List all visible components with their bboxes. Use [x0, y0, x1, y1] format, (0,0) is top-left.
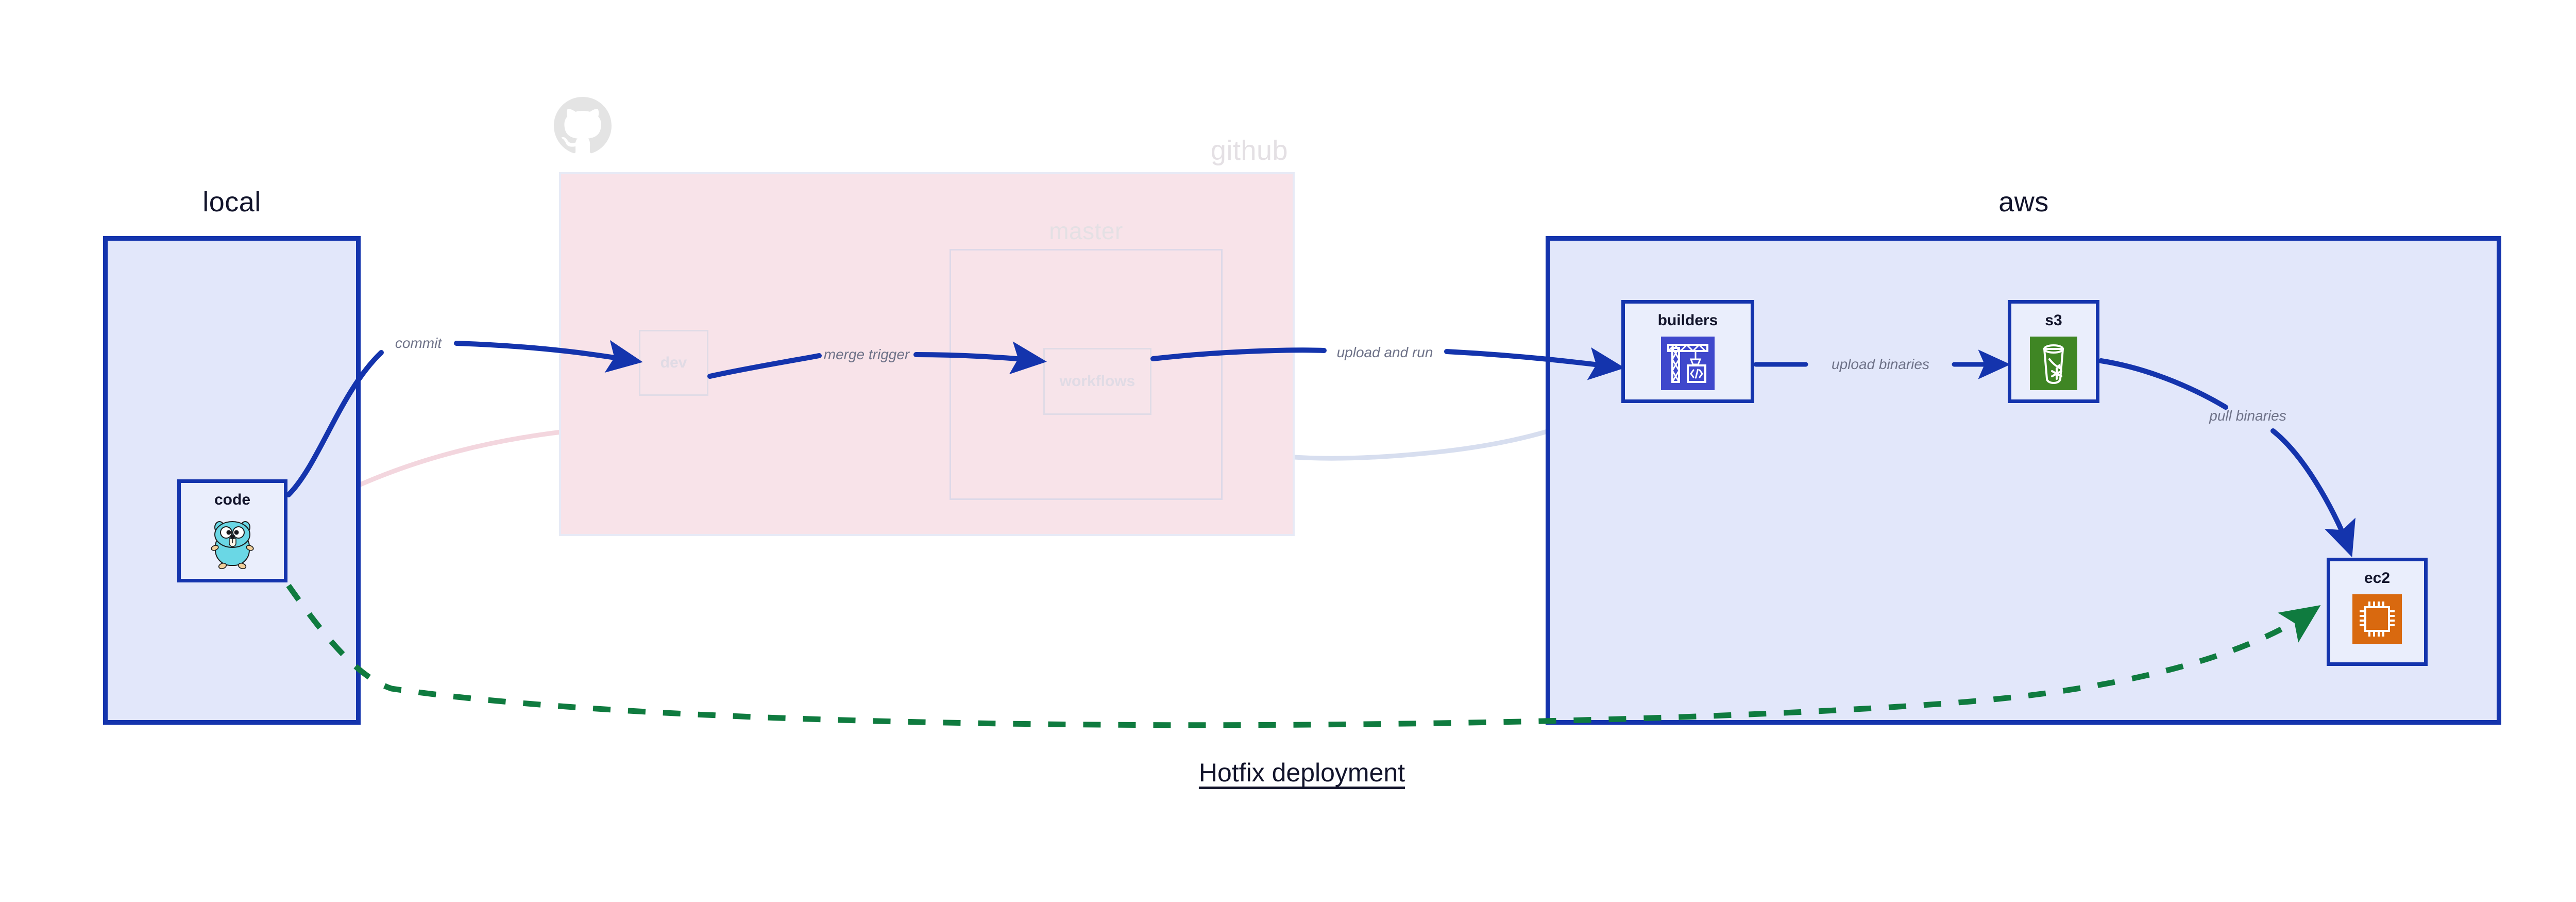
node-dev-label: dev — [660, 354, 687, 371]
node-code[interactable]: code — [177, 479, 287, 582]
subgroup-title-master: master — [1049, 218, 1123, 244]
edge-label-upload-binaries: upload binaries — [1832, 356, 1929, 372]
node-workflows[interactable]: workflows — [1043, 348, 1151, 415]
edge-hotfix-direct — [286, 583, 2321, 728]
node-dev[interactable]: dev — [639, 330, 708, 396]
diagram-title: Hotfix deployment — [1198, 758, 1405, 787]
node-builders-label: builders — [1657, 312, 1718, 329]
edge-label-merge-trigger: merge trigger — [823, 346, 910, 362]
edge-upload-and-run-seg2 — [1444, 347, 1625, 380]
node-workflows-label: workflows — [1059, 373, 1136, 390]
go-gopher-icon — [209, 516, 256, 572]
edge-pull-binaries-seg2 — [2270, 428, 2355, 558]
edge-label-upload-and-run: upload and run — [1336, 344, 1433, 360]
node-s3-label: s3 — [2045, 312, 2062, 329]
group-title-aws: aws — [1998, 187, 2049, 218]
edge-merge-trigger-seg1 — [707, 353, 822, 379]
edge-label-commit: commit — [395, 335, 442, 351]
github-octocat-icon — [554, 97, 612, 155]
node-s3[interactable]: s3 — [2008, 300, 2099, 403]
node-ec2-label: ec2 — [2364, 570, 2391, 587]
edge-commit-seg2 — [454, 340, 643, 373]
edge-label-pull-binaries: pull binaries — [2209, 408, 2286, 424]
group-title-local: local — [202, 187, 261, 218]
node-ec2[interactable]: ec2 — [2327, 558, 2428, 666]
edge-upload-and-run-seg1 — [1150, 347, 1327, 361]
group-title-github: github — [1210, 135, 1289, 166]
node-code-label: code — [214, 491, 251, 508]
ec2-chip-icon — [2352, 594, 2402, 646]
crane-code-icon — [1661, 337, 1715, 393]
edge-commit-seg1 — [286, 350, 384, 497]
edge-merge-trigger-seg2 — [913, 341, 1047, 375]
subgroup-master — [950, 249, 1223, 500]
s3-bucket-icon — [2030, 337, 2077, 393]
edge-pull-binaries-seg1 — [2098, 358, 2228, 410]
